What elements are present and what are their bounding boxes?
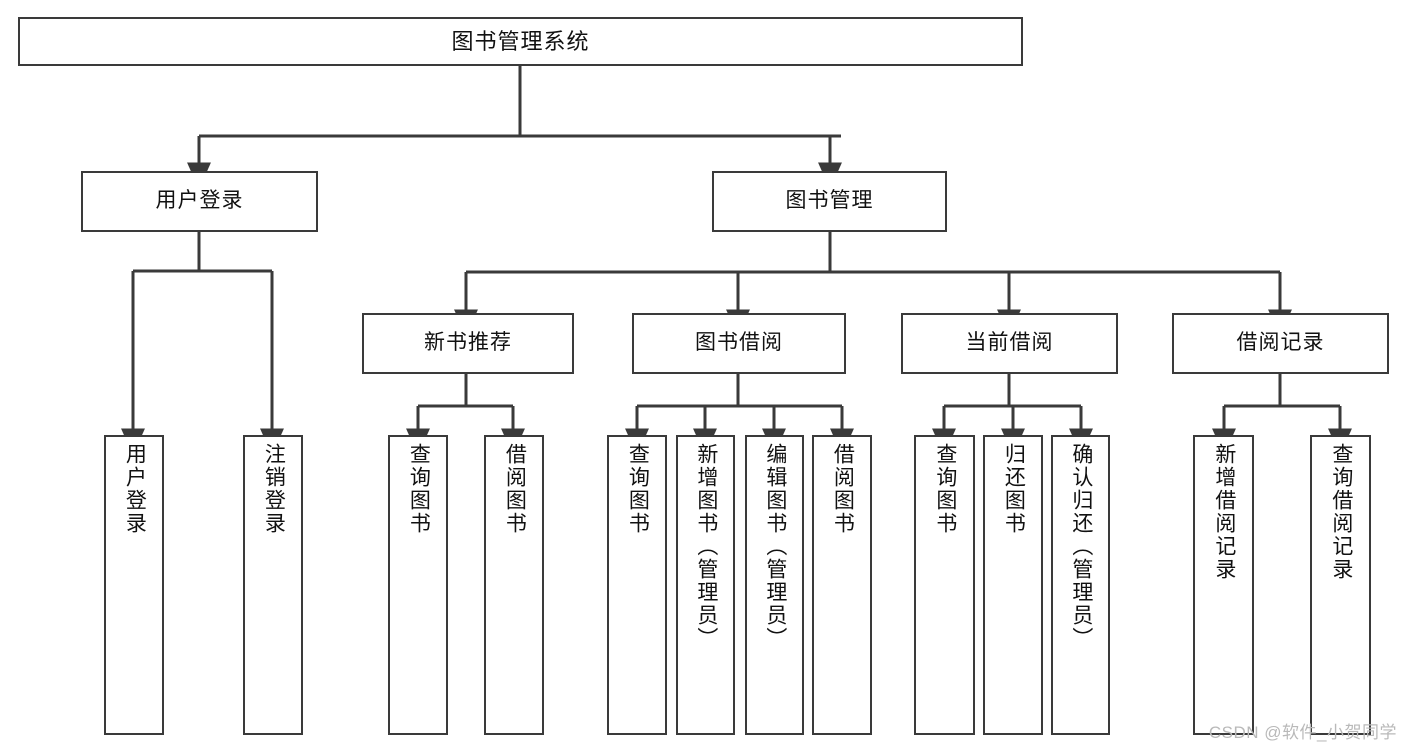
- node-leaf-borrow-book-1-label: 借阅图书: [503, 443, 527, 535]
- node-new-book-rec[interactable]: 新书推荐: [362, 313, 574, 374]
- node-leaf-borrow-book-1[interactable]: 借阅图书: [484, 435, 544, 735]
- node-current-borrow[interactable]: 当前借阅: [901, 313, 1118, 374]
- node-root-label: 图书管理系统: [451, 28, 590, 54]
- node-leaf-add-record[interactable]: 新增借阅记录: [1193, 435, 1254, 735]
- node-leaf-logout[interactable]: 注销登录: [243, 435, 303, 735]
- node-leaf-query-book-1[interactable]: 查询图书: [388, 435, 448, 735]
- node-borrow-record-label: 借阅记录: [1236, 331, 1325, 355]
- node-user-login-label: 用户登录: [155, 189, 244, 213]
- node-leaf-query-book-2-label: 查询图书: [626, 443, 650, 535]
- node-borrow-record[interactable]: 借阅记录: [1172, 313, 1389, 374]
- node-leaf-return-book[interactable]: 归还图书: [983, 435, 1043, 735]
- node-book-borrow-label: 图书借阅: [695, 331, 783, 355]
- node-leaf-borrow-book-2-label: 借阅图书: [831, 443, 855, 535]
- node-leaf-borrow-book-2[interactable]: 借阅图书: [812, 435, 872, 735]
- node-leaf-user-login[interactable]: 用户登录: [104, 435, 164, 735]
- node-user-login[interactable]: 用户登录: [81, 171, 318, 232]
- node-current-borrow-label: 当前借阅: [965, 331, 1054, 355]
- node-leaf-add-book[interactable]: 新增图书（管理员）: [676, 435, 735, 735]
- node-leaf-user-login-label: 用户登录: [123, 443, 147, 535]
- node-leaf-confirm-return-label: 确认归还（管理员）: [1069, 443, 1093, 650]
- node-new-book-rec-label: 新书推荐: [424, 331, 512, 355]
- node-leaf-add-record-label: 新增借阅记录: [1212, 443, 1236, 581]
- node-book-manage-label: 图书管理: [785, 189, 874, 213]
- node-leaf-query-book-1-label: 查询图书: [407, 443, 431, 535]
- node-leaf-query-book-2[interactable]: 查询图书: [607, 435, 667, 735]
- node-leaf-return-book-label: 归还图书: [1002, 443, 1026, 535]
- node-leaf-edit-book-label: 编辑图书（管理员）: [763, 443, 787, 650]
- node-leaf-query-book-3-label: 查询图书: [933, 443, 957, 535]
- node-book-borrow[interactable]: 图书借阅: [632, 313, 846, 374]
- node-leaf-confirm-return[interactable]: 确认归还（管理员）: [1051, 435, 1110, 735]
- node-leaf-add-book-label: 新增图书（管理员）: [694, 443, 718, 650]
- node-leaf-query-record-label: 查询借阅记录: [1329, 443, 1353, 581]
- node-leaf-edit-book[interactable]: 编辑图书（管理员）: [745, 435, 804, 735]
- node-book-manage[interactable]: 图书管理: [712, 171, 947, 232]
- node-root[interactable]: 图书管理系统: [18, 17, 1023, 66]
- node-leaf-query-book-3[interactable]: 查询图书: [914, 435, 975, 735]
- node-leaf-query-record[interactable]: 查询借阅记录: [1310, 435, 1371, 735]
- node-leaf-logout-label: 注销登录: [262, 443, 286, 535]
